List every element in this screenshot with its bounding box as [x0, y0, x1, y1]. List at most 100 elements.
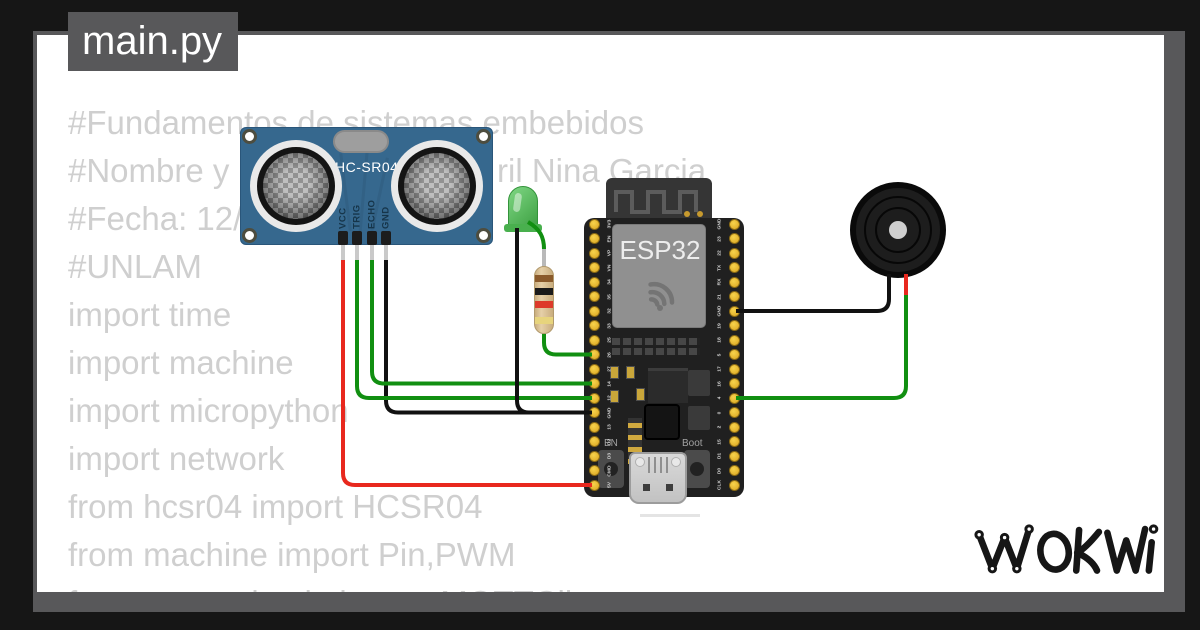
esp32-pin-left-13[interactable]	[588, 421, 600, 433]
voltage-regulator	[648, 368, 688, 403]
code-line: #UNLAM	[68, 243, 644, 291]
hcsr04-pin-label-vcc: VCC	[337, 207, 349, 229]
esp32-pin-left-14[interactable]	[588, 378, 600, 389]
esp32-pin-label-right-22: 22	[716, 250, 722, 256]
esp32-pin-right-d1[interactable]	[728, 450, 740, 462]
smd-ic	[688, 406, 710, 430]
code-line-text: import network	[68, 440, 285, 477]
usb-pad	[666, 484, 673, 491]
esp32-pin-left-5v[interactable]	[588, 479, 600, 491]
esp32-pin-label-right-21: 21	[716, 293, 722, 300]
band-gold	[535, 317, 553, 324]
esp32-pin-left-3v3[interactable]	[588, 218, 600, 230]
usb-ridges	[648, 457, 670, 473]
hcsr04-pin-gnd[interactable]	[381, 231, 392, 245]
esp32-pin-right-23[interactable]	[728, 233, 740, 244]
band-red	[535, 301, 553, 308]
code-line-text: #Nombre y	[68, 152, 230, 189]
buzzer-ring	[864, 196, 932, 264]
esp32-pin-left-en[interactable]	[588, 233, 600, 244]
esp32-pin-right-4[interactable]	[728, 392, 740, 404]
wokwi-logo: WOKWI	[974, 524, 1159, 574]
module-dot	[684, 211, 690, 217]
esp32-pin-right-22[interactable]	[728, 247, 740, 259]
module-dot	[697, 211, 703, 217]
smd-decor	[610, 390, 619, 403]
boot-button[interactable]	[684, 450, 710, 488]
code-line: from umqtt.simple import MQTTClient	[68, 579, 644, 592]
code-line: import machine	[68, 339, 644, 387]
file-tab[interactable]: main.py	[68, 12, 238, 71]
smd-ic	[688, 370, 710, 396]
hcsr04-pin-trig[interactable]	[352, 231, 363, 245]
esp32-pin-left-25[interactable]	[588, 334, 600, 346]
smd-decor	[610, 366, 619, 379]
en-button-cap	[604, 462, 618, 476]
logo-node-dots	[974, 524, 1159, 574]
esp32-pin-left-12[interactable]	[588, 392, 600, 404]
esp32-pin-label-right-5: 5	[716, 353, 722, 356]
esp32-pin-right-d0[interactable]	[728, 465, 740, 476]
esp32-pin-label-left-14: 14	[606, 380, 612, 387]
esp32-pin-left-d3[interactable]	[588, 450, 600, 462]
esp32-pin-right-16[interactable]	[728, 378, 740, 389]
esp32-pin-label-left-33: 33	[606, 322, 612, 329]
esp32-pin-right-15[interactable]	[728, 436, 740, 447]
esp32-pin-label-right-4: 4	[716, 396, 722, 400]
esp32-pin-left-vn[interactable]	[588, 262, 600, 273]
esp32-pin-left-gnd[interactable]	[588, 407, 600, 418]
esp32-pin-left-32[interactable]	[588, 305, 600, 317]
boot-button-label: Boot	[682, 438, 703, 449]
transducer-right	[391, 140, 483, 232]
esp32-pin-right-0[interactable]	[728, 407, 740, 418]
esp32-pin-right-gnd[interactable]	[728, 218, 740, 230]
transducer-mesh	[404, 153, 470, 219]
buzzer-center	[889, 221, 907, 239]
esp32-board[interactable]: ESP32 EN Boot	[584, 178, 744, 518]
esp32-pin-label-right-d0: D0	[716, 467, 722, 474]
en-button[interactable]	[598, 450, 624, 488]
code-line: import time	[68, 291, 644, 339]
esp32-pin-right-gnd[interactable]	[728, 305, 740, 317]
esp32-pin-right-21[interactable]	[728, 291, 740, 302]
esp32-pin-right-tx[interactable]	[728, 262, 740, 273]
esp32-pin-label-left-5v: 5V	[606, 481, 612, 489]
buzzer-ring	[875, 207, 921, 253]
esp32-pin-label-right-tx: TX	[716, 264, 722, 271]
esp32-pin-right-2[interactable]	[728, 421, 740, 433]
transducer-mesh	[263, 153, 329, 219]
hcsr04-label: HC-SR04	[335, 159, 399, 175]
esp32-pin-left-35[interactable]	[588, 291, 600, 302]
esp32-pin-label-right-15: 15	[716, 438, 722, 445]
hcsr04-pin-vcc[interactable]	[338, 231, 348, 245]
hcsr04-pin-label-echo: ECHO	[366, 199, 378, 229]
board-edge-line	[640, 514, 700, 517]
esp32-pin-right-clk[interactable]	[728, 479, 740, 491]
smd-decor	[636, 388, 645, 401]
boot-button-cap	[690, 462, 704, 476]
esp32-pin-label-right-0: 0	[716, 411, 722, 414]
esp32-pin-left-34[interactable]	[588, 276, 600, 288]
esp32-pin-right-19[interactable]	[728, 320, 740, 331]
code-line-text: import time	[68, 296, 232, 333]
esp32-pin-left-d2[interactable]	[588, 436, 600, 447]
en-button-label: EN	[604, 438, 618, 449]
esp32-pin-right-17[interactable]	[728, 363, 740, 375]
esp32-pin-right-18[interactable]	[728, 334, 740, 346]
esp32-pin-left-26[interactable]	[588, 349, 600, 360]
esp32-pin-left-33[interactable]	[588, 320, 600, 331]
esp32-pin-left-27[interactable]	[588, 363, 600, 375]
esp32-pin-left-vp[interactable]	[588, 247, 600, 259]
hcsr04-pin-label-trig: TRIG	[351, 204, 363, 229]
esp32-pin-label-left-3v3: 3V3	[606, 219, 612, 229]
hcsr04-pin-leg	[355, 245, 360, 263]
hcsr04-pin-echo[interactable]	[366, 231, 377, 245]
esp32-pin-label-left-gnd: GND	[606, 407, 612, 418]
esp32-pin-label-right-clk: CLK	[716, 479, 722, 491]
esp32-pin-right-rx[interactable]	[728, 276, 740, 288]
esp32-pin-left-cmd[interactable]	[588, 465, 600, 476]
buzzer-body	[850, 182, 946, 278]
esp32-pin-right-5[interactable]	[728, 349, 740, 360]
code-line-text: from umqtt.simple import MQTTClient	[68, 584, 618, 592]
